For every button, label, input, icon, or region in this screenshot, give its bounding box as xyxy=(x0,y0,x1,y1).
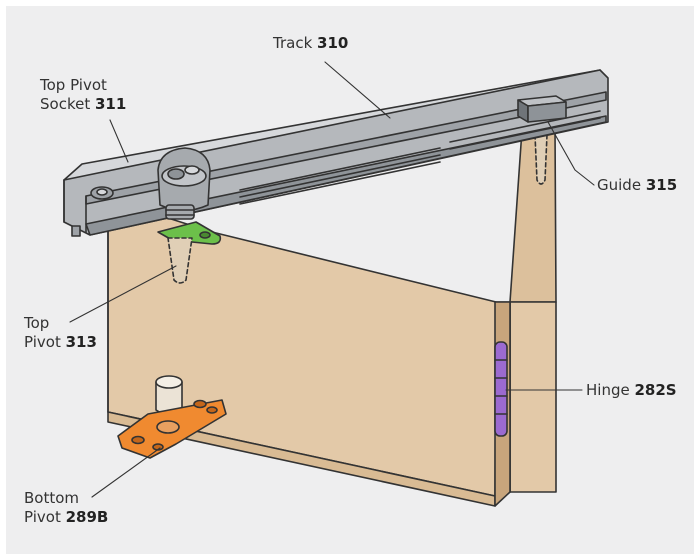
leader-lines xyxy=(69,61,595,498)
second-door-panel xyxy=(495,127,557,493)
bottom-pivot-pin xyxy=(155,375,183,415)
top-pivot-socket-label-code: 311 xyxy=(95,95,127,113)
top-pivot-label-line1: Top xyxy=(24,314,50,332)
top-pivot-socket-311 xyxy=(157,147,211,220)
bottom-pivot-leader-line xyxy=(91,447,161,498)
top-pivot-socket-label-word: Socket xyxy=(40,95,91,113)
hinge-282s xyxy=(494,341,508,437)
track-label-name: Track xyxy=(273,34,313,52)
track-310 xyxy=(63,69,609,237)
hinge-label-code: 282S xyxy=(634,381,677,399)
top-pivot-socket-leader-line xyxy=(109,119,129,163)
bottom-pivot-label: Bottom Pivot 289B xyxy=(24,489,108,527)
top-pivot-socket-label-line1: Top Pivot xyxy=(40,76,107,94)
bottom-pivot-label-code: 289B xyxy=(65,508,109,526)
bottom-pivot-label-line2: Pivot 289B xyxy=(24,508,108,527)
bottom-pivot-label-word: Pivot xyxy=(24,508,61,526)
guide-label-code: 315 xyxy=(645,176,678,194)
bottom-pivot-289b xyxy=(117,399,227,459)
track-label-code: 310 xyxy=(317,34,349,52)
top-pivot-leader-line xyxy=(69,265,177,323)
track-leader-line xyxy=(324,61,391,119)
top-pivot-label-word: Pivot xyxy=(24,333,61,351)
track-label: Track 310 xyxy=(273,34,348,53)
top-pivot-label-code: 313 xyxy=(65,333,97,351)
guide-label: Guide 315 xyxy=(597,176,677,195)
bottom-pivot-label-line1: Bottom xyxy=(24,489,80,507)
top-pivot-313 xyxy=(167,237,193,284)
guide-315 xyxy=(517,95,567,123)
hinge-label-name: Hinge xyxy=(586,381,630,399)
top-pivot-socket-label: Top Pivot Socket 311 xyxy=(40,76,126,114)
guide-label-name: Guide xyxy=(597,176,642,194)
guide-leader-line xyxy=(547,121,595,186)
main-door-panel xyxy=(107,217,511,507)
hinge-label: Hinge 282S xyxy=(586,381,677,400)
top-pivot-label-line2: Pivot 313 xyxy=(24,333,97,352)
top-pivot-label: Top Pivot 313 xyxy=(24,314,97,352)
top-pivot-socket-label-line2: Socket 311 xyxy=(40,95,126,114)
